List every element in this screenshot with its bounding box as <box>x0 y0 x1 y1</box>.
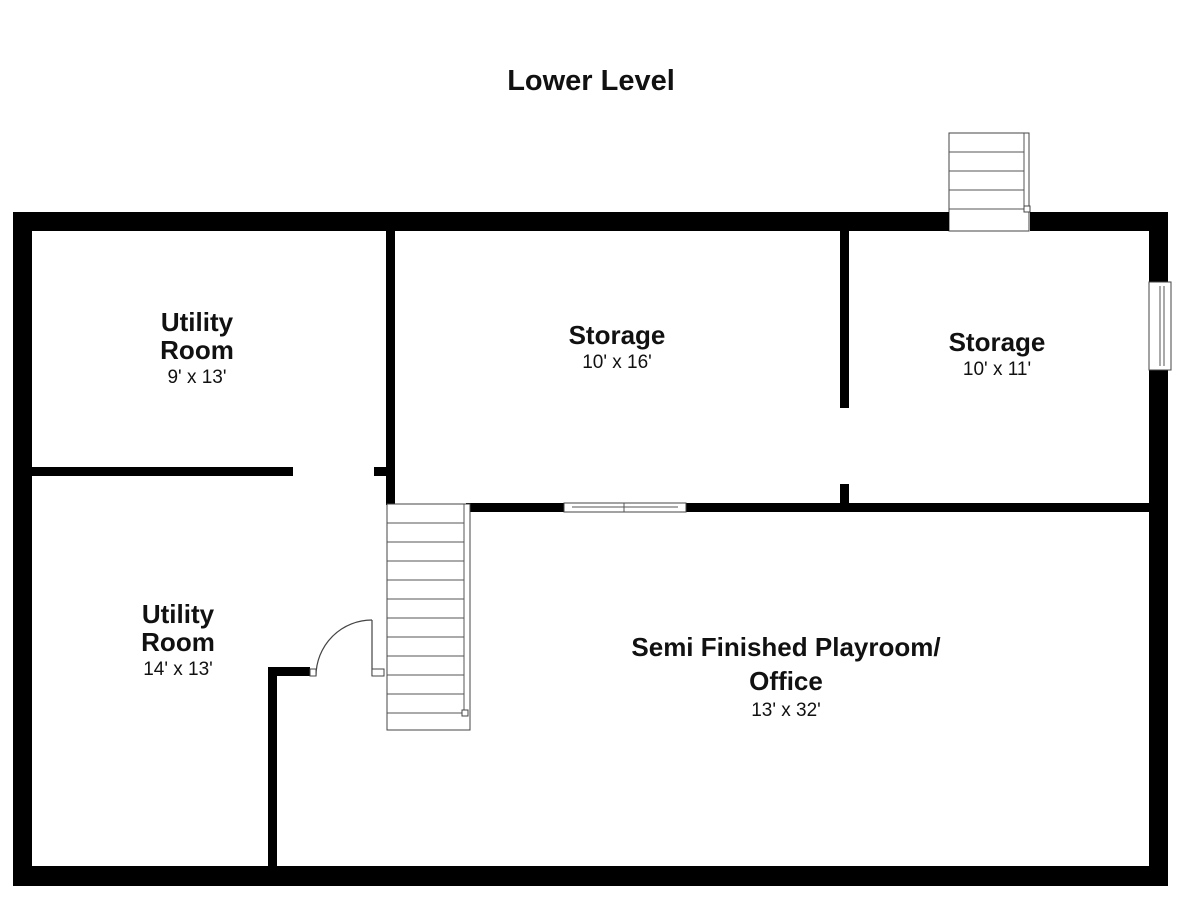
room-name-line: Utility <box>161 307 234 337</box>
exterior-stairs <box>948 132 1031 232</box>
exterior-walls <box>13 212 1168 886</box>
room-dimensions: 9' x 13' <box>167 367 226 388</box>
interior-stairs <box>386 503 471 731</box>
room-label-utility-room-upper: Utility Room 9' x 13' <box>160 307 234 388</box>
room-name-line: Storage <box>569 320 666 350</box>
room-name-line: Semi Finished Playroom/ <box>631 632 940 662</box>
room-name-line: Utility <box>142 599 215 629</box>
room-name-line: Storage <box>949 327 1046 357</box>
plan-title: Lower Level <box>507 65 675 97</box>
window-right <box>1148 281 1172 371</box>
room-label-playroom-office: Semi Finished Playroom/ Office 13' x 32' <box>631 632 940 721</box>
room-dimensions: 10' x 11' <box>963 359 1031 380</box>
room-dimensions: 13' x 32' <box>751 700 821 721</box>
room-name-line: Room <box>160 335 234 365</box>
room-name-line: Office <box>749 666 823 696</box>
interior-walls <box>32 231 1149 866</box>
room-label-storage-right: Storage 10' x 11' <box>949 327 1046 380</box>
room-name-line: Room <box>141 627 215 657</box>
room-label-utility-room-lower: Utility Room 14' x 13' <box>141 599 215 680</box>
room-dimensions: 14' x 13' <box>143 659 213 680</box>
door-swing <box>309 619 385 677</box>
room-dimensions: 10' x 16' <box>582 352 652 373</box>
room-label-storage-center: Storage 10' x 16' <box>569 320 666 373</box>
interior-window <box>563 502 687 513</box>
